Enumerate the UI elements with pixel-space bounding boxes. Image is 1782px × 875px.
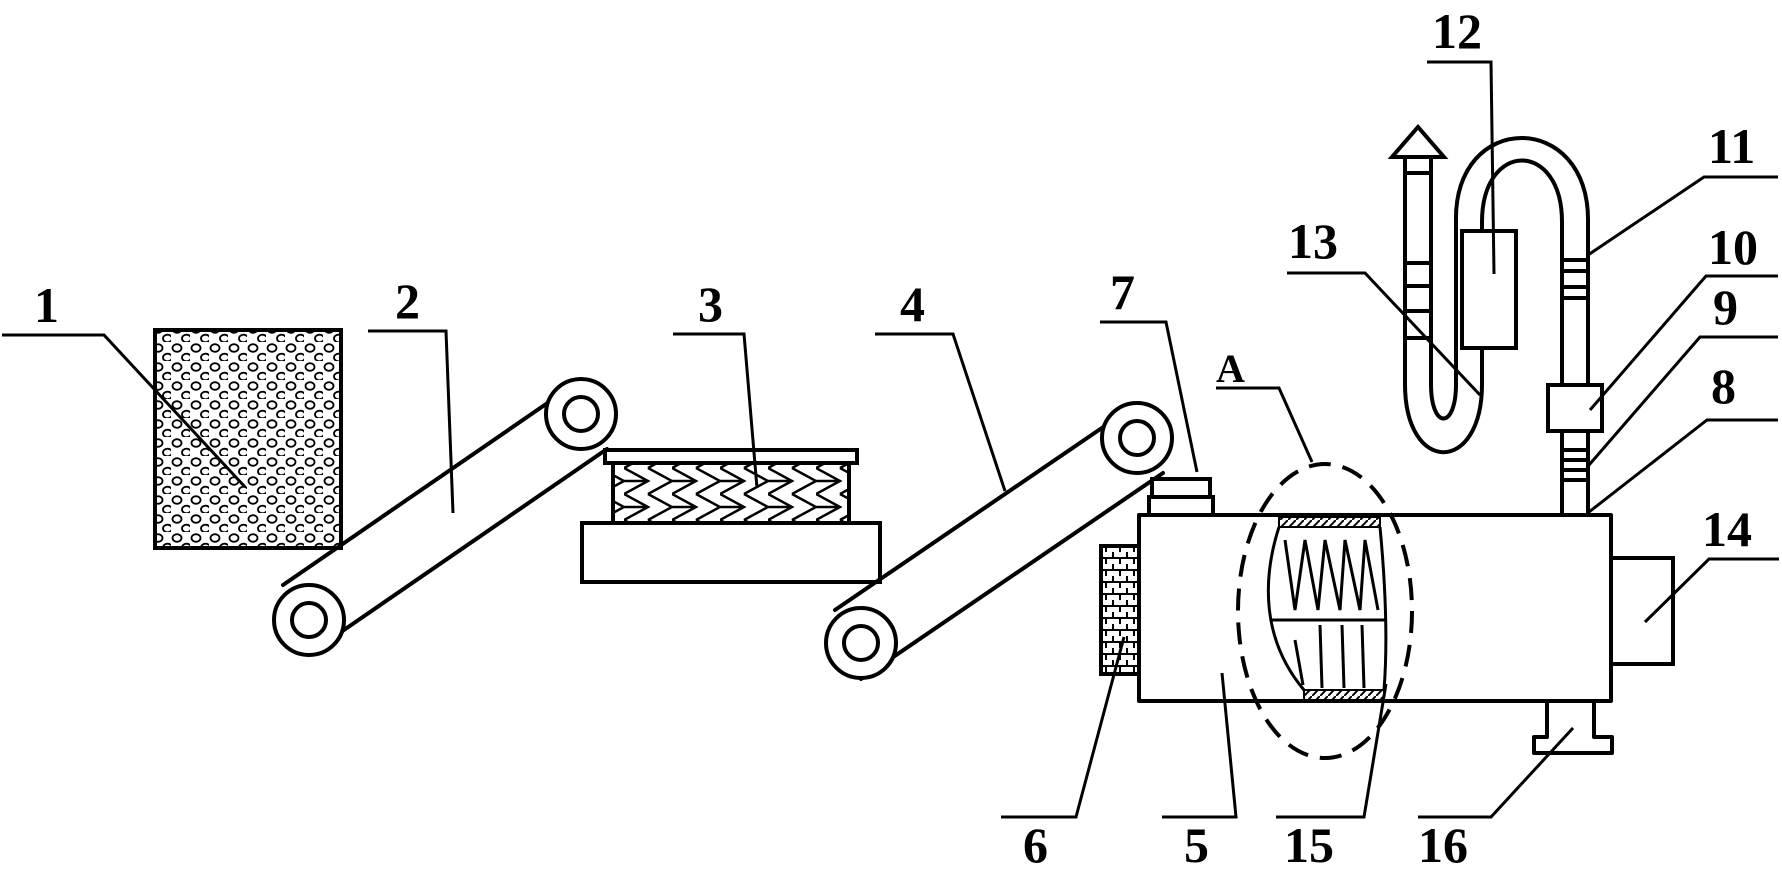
conveyor-one <box>272 377 618 657</box>
label-10: 10 <box>1708 219 1758 275</box>
label-12: 12 <box>1432 3 1482 59</box>
press-unit <box>580 448 882 584</box>
exhaust-assembly <box>1387 123 1604 517</box>
label-9: 9 <box>1713 279 1738 335</box>
label-3: 3 <box>698 276 723 332</box>
label-15: 15 <box>1284 817 1334 873</box>
label-6: 6 <box>1023 817 1048 873</box>
detail-circle-a <box>1236 462 1414 760</box>
label-5: 5 <box>1184 817 1209 873</box>
label-4: 4 <box>900 276 925 332</box>
label-13: 13 <box>1288 213 1338 269</box>
part-labels: 1 2 3 4 7 A 6 5 15 16 14 8 9 10 11 12 13 <box>34 3 1758 873</box>
leader-lines <box>2 60 1779 819</box>
filter-screen <box>1266 516 1388 701</box>
label-8: 8 <box>1711 358 1736 414</box>
label-11: 11 <box>1708 118 1755 174</box>
label-1: 1 <box>34 277 59 333</box>
label-a: A <box>1216 346 1245 391</box>
label-2: 2 <box>395 273 420 329</box>
label-16: 16 <box>1418 817 1468 873</box>
conveyor-two <box>824 401 1174 681</box>
label-14: 14 <box>1702 501 1752 557</box>
raw-material-block <box>153 328 343 550</box>
label-7: 7 <box>1110 264 1135 320</box>
